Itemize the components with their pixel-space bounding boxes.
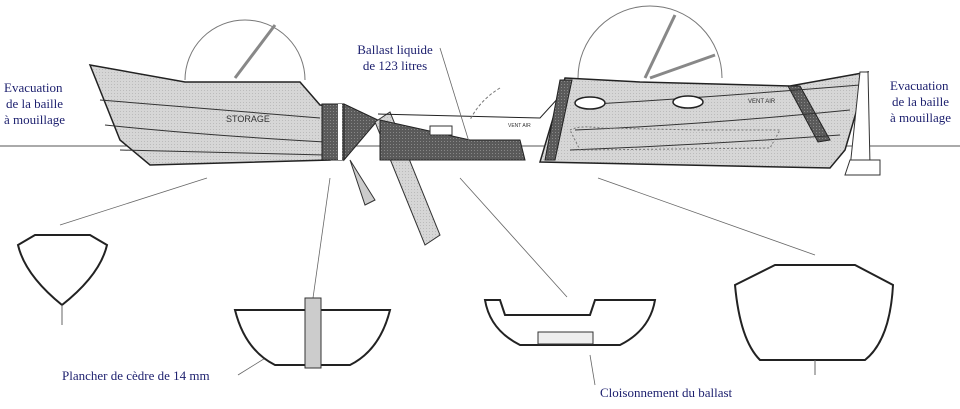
label-line: Ballast liquide bbox=[357, 42, 433, 57]
aft-hatch-arc bbox=[184, 19, 306, 81]
label-line: Evacuation bbox=[4, 80, 63, 95]
label-line: de la baille bbox=[5, 96, 64, 111]
vent-air-mid-label: VENT AIR bbox=[508, 123, 531, 129]
ballast-tank bbox=[379, 119, 526, 161]
label-line: de 123 litres bbox=[362, 58, 428, 73]
label-line: Evacuation bbox=[890, 78, 949, 93]
ballast-label: Ballast liquide de 123 litres bbox=[335, 42, 455, 74]
label-line: à mouillage bbox=[4, 112, 66, 127]
vent-air-fore-label: VENT AIR bbox=[748, 99, 776, 105]
section-aft bbox=[16, 234, 109, 307]
section-mid-fore bbox=[483, 299, 657, 346]
label-line: à mouillage bbox=[890, 110, 952, 125]
storage-label: STORAGE bbox=[226, 114, 270, 124]
label-line: de la baille bbox=[891, 94, 950, 109]
section-fore bbox=[733, 264, 895, 361]
porthole bbox=[672, 95, 704, 109]
fore-hatch-arc bbox=[577, 5, 723, 79]
right-evacuation-label: Evacuation de la baille à mouillage bbox=[890, 78, 951, 126]
left-evacuation-label: Evacuation de la baille à mouillage bbox=[4, 80, 65, 128]
fore-bulkhead bbox=[544, 79, 573, 161]
porthole bbox=[574, 96, 606, 110]
plancher-label: Plancher de cèdre de 14 mm bbox=[62, 368, 210, 383]
cloisonnement-label: Cloisonnement du ballast bbox=[600, 385, 733, 400]
